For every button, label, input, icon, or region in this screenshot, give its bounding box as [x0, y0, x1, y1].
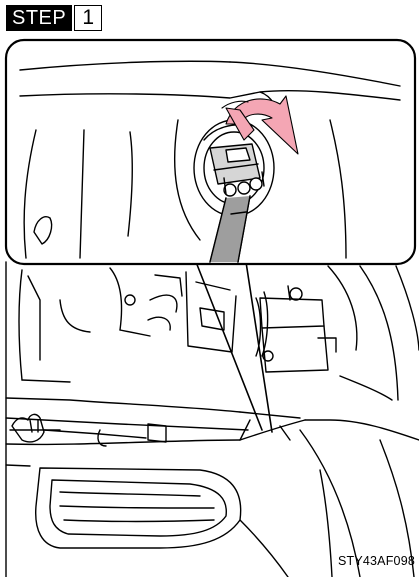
callout-detail: [6, 40, 415, 264]
step-label: STEP: [6, 5, 72, 31]
step-indicator: STEP 1: [6, 5, 102, 31]
step-number: 1: [74, 5, 102, 31]
engine-bay-scene: [6, 262, 419, 577]
figure-code: STY43AF098: [338, 554, 415, 568]
